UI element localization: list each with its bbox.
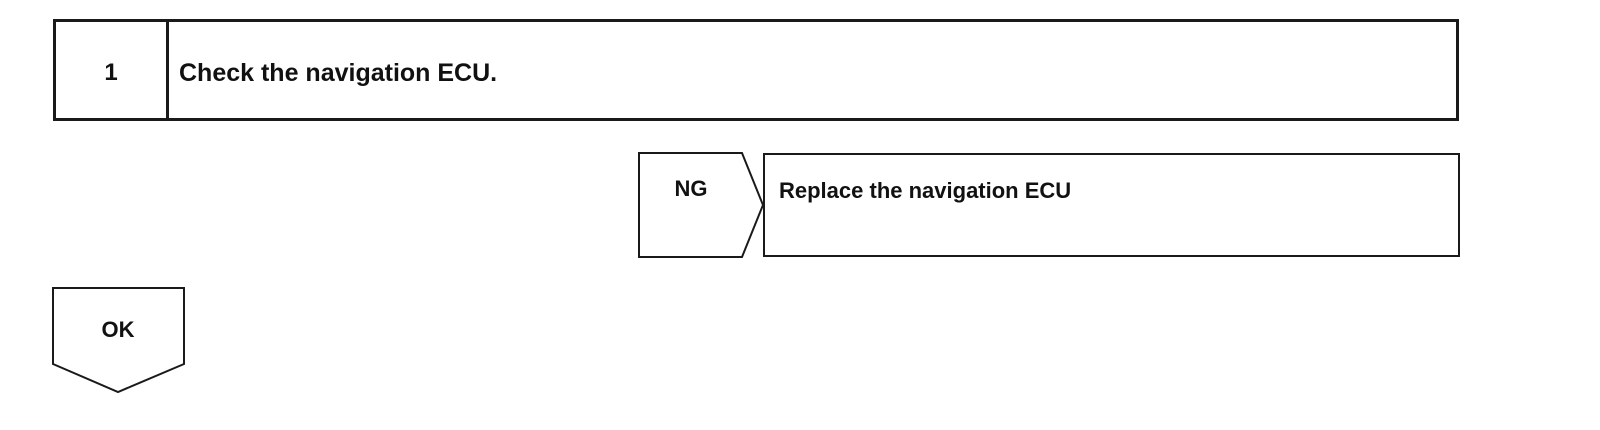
ng-action-text: Replace the navigation ECU bbox=[779, 178, 1072, 203]
ng-label: NG bbox=[674, 176, 708, 201]
step-box: 1 Check the navigation ECU. bbox=[53, 19, 1459, 121]
step-number-cell bbox=[56, 22, 169, 118]
ok-arrow-tag bbox=[52, 287, 185, 394]
step-number: 1 bbox=[104, 59, 118, 86]
ng-arrow-tag bbox=[638, 152, 764, 258]
step-title: Check the navigation ECU. bbox=[179, 59, 498, 87]
ok-label: OK bbox=[101, 317, 135, 342]
ng-action-box: Replace the navigation ECU bbox=[763, 153, 1460, 257]
